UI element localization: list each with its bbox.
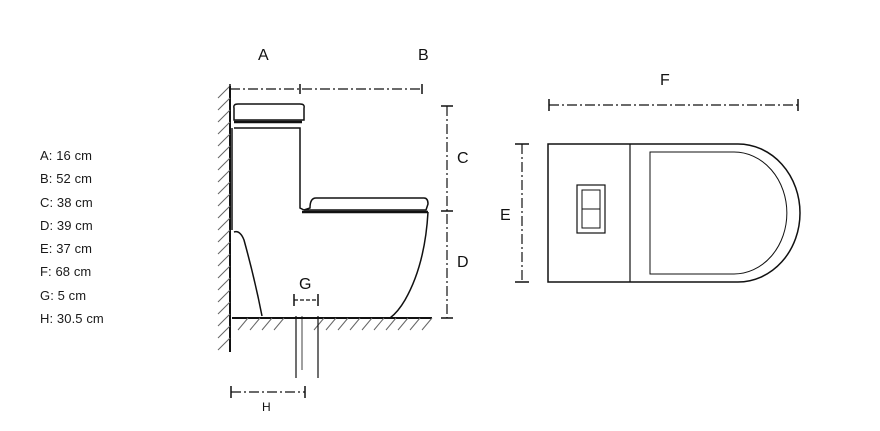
tank-body bbox=[234, 127, 305, 211]
legend-item-c: C: 38 cm bbox=[40, 194, 93, 210]
side-view bbox=[217, 85, 433, 378]
label-a: A bbox=[258, 47, 269, 64]
legend-item-g: G: 5 cm bbox=[40, 287, 87, 303]
label-d: D bbox=[457, 254, 469, 271]
legend-item-d: D: 39 cm bbox=[40, 217, 93, 233]
dimension-e bbox=[515, 143, 529, 283]
bowl-front bbox=[389, 211, 429, 319]
label-g: G bbox=[299, 276, 311, 293]
legend-item-f: F: 68 cm bbox=[40, 264, 92, 280]
top-view bbox=[547, 143, 801, 283]
dimension-a-b bbox=[229, 84, 423, 94]
top-view-outline bbox=[547, 143, 801, 283]
label-e: E bbox=[500, 207, 511, 224]
dimension-f bbox=[548, 99, 799, 111]
seat-outline bbox=[649, 151, 788, 275]
label-h: H bbox=[262, 400, 271, 414]
dimension-legend: A: 16 cm B: 52 cm C: 38 cm D: 39 cm E: 3… bbox=[40, 144, 104, 330]
legend-item-e: E: 37 cm bbox=[40, 241, 93, 257]
wall-hatching bbox=[217, 85, 231, 351]
dimension-h bbox=[230, 386, 306, 398]
legend-item-h: H: 30.5 cm bbox=[40, 311, 104, 327]
flush-button-plate bbox=[576, 184, 606, 234]
bowl-back bbox=[233, 230, 263, 317]
label-c: C bbox=[457, 150, 469, 167]
label-b: B bbox=[418, 47, 429, 64]
legend-item-a: A: 16 cm bbox=[40, 148, 93, 163]
dimension-c-d bbox=[441, 105, 453, 319]
legend-item-b: B: 52 cm bbox=[40, 171, 93, 187]
dimension-g bbox=[293, 294, 319, 306]
floor-hatching bbox=[237, 317, 433, 331]
seat-lid bbox=[303, 197, 429, 211]
tank-lid bbox=[233, 103, 305, 121]
label-f: F bbox=[660, 72, 670, 89]
